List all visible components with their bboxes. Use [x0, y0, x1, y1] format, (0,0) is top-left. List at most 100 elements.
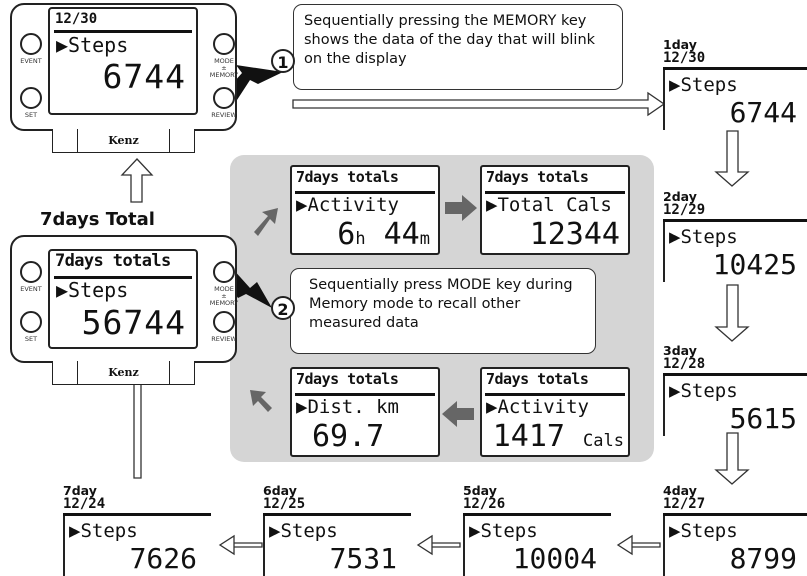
review-label: REVIEW	[211, 335, 237, 343]
screen-value: 69.7	[312, 419, 385, 454]
screen-value: 1417 Cals	[493, 419, 624, 454]
day-metric: ▶Steps	[669, 226, 738, 248]
memory-label: MEMORY	[209, 299, 239, 307]
review-button[interactable]	[213, 311, 235, 333]
day-date: 12/28	[663, 356, 706, 372]
pedometer-device-top: Kenz EVENT SET MODE ± MEMORY REVIEW 12/3…	[10, 3, 238, 163]
day-value: 7531	[329, 542, 397, 575]
day-value: 8799	[729, 542, 797, 575]
pm-label: ±	[221, 64, 227, 72]
brand-logo: Kenz	[108, 366, 139, 379]
minutes-unit: m	[419, 229, 430, 249]
arrow-day2-day3	[714, 284, 750, 342]
pedometer-device-total: Kenz EVENT SET MODE ± MEMORY REVIEW 7day…	[10, 235, 238, 395]
event-button[interactable]	[20, 33, 42, 55]
day-label: 4day	[663, 483, 697, 498]
activity-hours: 6	[337, 217, 356, 252]
day-label: 1day	[663, 37, 697, 52]
mode-label: MODE	[214, 285, 234, 293]
review-button[interactable]	[213, 87, 235, 109]
day-label: 3day	[663, 343, 697, 358]
screen-value: 6744	[102, 57, 186, 96]
day-label: 2day	[663, 189, 697, 204]
arrow-total-top	[120, 158, 154, 203]
pm-label: ±	[221, 292, 227, 300]
activity-cals: 1417	[492, 419, 565, 454]
memory-label: MEMORY	[209, 71, 239, 79]
day-metric: ▶Steps	[669, 380, 738, 402]
arrow-day1-day2	[714, 130, 750, 187]
day-value: 6744	[729, 96, 797, 129]
day-panel-3: 3day 12/28 ▶Steps 5615	[663, 344, 807, 436]
day-label: 5day	[463, 483, 497, 498]
day-value: 5615	[729, 402, 797, 435]
mode-button[interactable]	[213, 33, 235, 55]
device-screen: 12/30 ▶Steps 6744	[48, 7, 198, 115]
day-panel-2: 2day 12/29 ▶Steps 10425	[663, 190, 807, 282]
day-date: 12/24	[63, 496, 106, 512]
day-metric: ▶Steps	[669, 520, 738, 542]
day-panel-6: 6day 12/25 ▶Steps 7531	[263, 484, 411, 576]
gray-arrow-3	[442, 401, 474, 427]
screen-header: 7days totals	[486, 370, 589, 388]
set-button[interactable]	[20, 87, 42, 109]
arrow-day3-day4	[714, 432, 750, 485]
screen-value: 12344	[529, 217, 620, 252]
day-date: 12/27	[663, 496, 706, 512]
day-date: 12/30	[663, 50, 706, 66]
brand-logo: Kenz	[108, 134, 139, 147]
mode-callout: Sequentially press MODE key during Memor…	[290, 268, 596, 354]
screen-label: ▶Steps	[56, 278, 129, 302]
gray-arrow-4	[250, 390, 272, 412]
mode-callout-text: Sequentially press MODE key during Memor…	[309, 277, 573, 331]
totals-calories-screen: 7days totals ▶Total Cals 12344	[480, 165, 630, 255]
screen-header: 7days totals	[296, 168, 399, 186]
totals-activity-cals-screen: 7days totals ▶Activity 1417 Cals	[480, 367, 630, 457]
device-screen: 7days totals ▶Steps 56744	[48, 249, 198, 349]
set-button[interactable]	[20, 311, 42, 333]
screen-header: 7days totals	[486, 168, 589, 186]
day-date: 12/26	[463, 496, 506, 512]
gray-arrow-1	[254, 208, 278, 236]
set-label: SET	[24, 335, 38, 343]
day-panel-7: 7day 12/24 ▶Steps 7626	[63, 484, 211, 576]
screen-label: ▶Total Cals	[486, 194, 612, 216]
event-button[interactable]	[20, 261, 42, 283]
day-panel-5: 5day 12/26 ▶Steps 10004	[463, 484, 611, 576]
press-memory-arrow	[225, 65, 283, 100]
mode-label: MODE	[214, 57, 234, 65]
review-label: REVIEW	[211, 111, 237, 119]
cals-unit: Cals	[583, 431, 624, 451]
total-title: 7days Total	[40, 209, 155, 230]
hours-unit: h	[355, 229, 366, 249]
mode-button[interactable]	[213, 261, 235, 283]
day-value: 7626	[129, 542, 197, 575]
day-panel-4: 4day 12/27 ▶Steps 8799	[663, 484, 807, 576]
screen-label: ▶Dist. km	[296, 396, 399, 418]
day-metric: ▶Steps	[69, 520, 138, 542]
screen-date: 12/30	[55, 11, 98, 27]
memory-callout: Sequentially pressing the MEMORY key sho…	[293, 4, 623, 90]
screen-value: 6h 44m	[337, 217, 430, 252]
arrow-to-day1	[292, 91, 666, 117]
event-label: EVENT	[20, 57, 42, 65]
gray-arrow-2	[445, 195, 477, 221]
day-metric: ▶Steps	[269, 520, 338, 542]
totals-distance-screen: 7days totals ▶Dist. km 69.7	[290, 367, 440, 457]
day-label: 6day	[263, 483, 297, 498]
day-value: 10425	[712, 248, 797, 281]
day-panel-1: 1day 12/30 ▶Steps 6744	[663, 38, 807, 130]
screen-header: 7days totals	[55, 251, 171, 271]
day-date: 12/29	[663, 202, 706, 218]
screen-label: ▶Steps	[56, 33, 129, 57]
step-1-badge: 1	[271, 49, 295, 73]
event-label: EVENT	[20, 285, 42, 293]
activity-minutes: 44	[383, 217, 420, 252]
arrow-day6-day7	[218, 534, 263, 556]
totals-activity-time-screen: 7days totals ▶Activity 6h 44m	[290, 165, 440, 255]
arrow-day5-day6	[416, 534, 461, 556]
screen-value: 56744	[81, 303, 186, 342]
screen-label: ▶Activity	[296, 194, 399, 216]
day-metric: ▶Steps	[669, 74, 738, 96]
